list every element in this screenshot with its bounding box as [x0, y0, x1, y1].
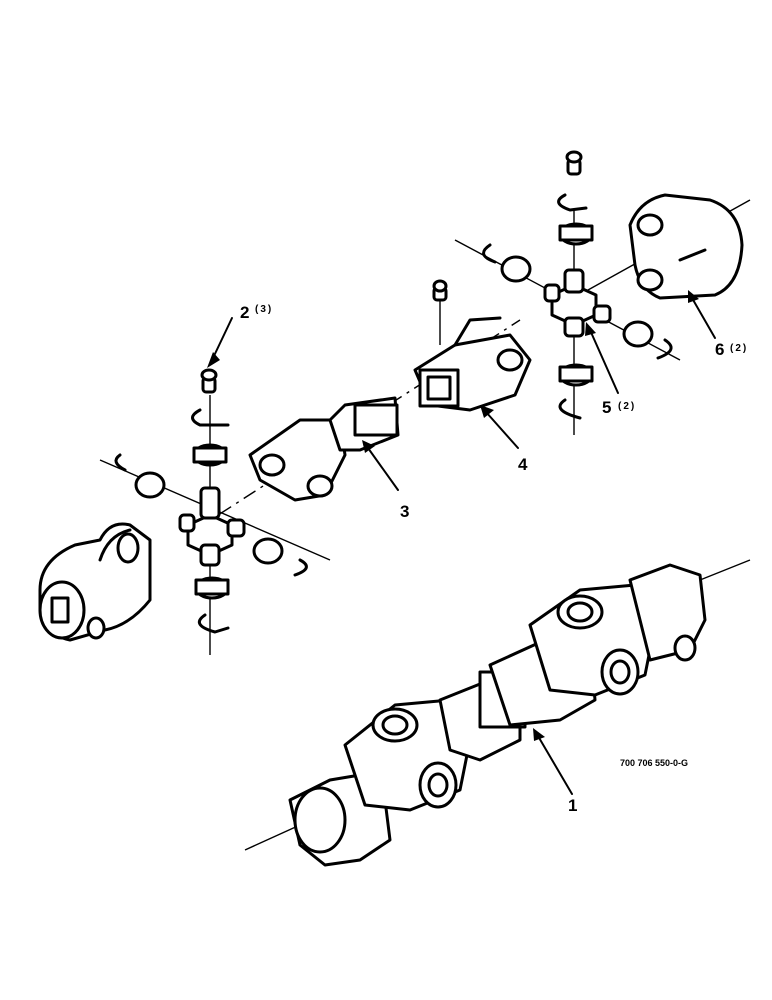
callout-6-number: 6 [715, 340, 724, 359]
callout-3: 3 [400, 502, 409, 521]
callout-2-qty: (3) [255, 304, 273, 315]
figure-reference-number: 700 706 550-0-G [620, 758, 688, 768]
grease-fitting-center [432, 279, 448, 302]
right-end-yoke [628, 193, 744, 300]
grease-fitting-right [565, 150, 583, 176]
callout-1-number: 1 [568, 796, 577, 815]
callout-5-qty: (2) [618, 401, 636, 412]
callout-5-number: 5 [602, 398, 611, 417]
left-cross-kit [114, 408, 308, 634]
callout-4-number: 4 [518, 455, 528, 474]
callout-3-number: 3 [400, 502, 409, 521]
callout-2: 2 (3) [240, 303, 273, 322]
callout-5: 5 (2) [602, 398, 636, 417]
callout-1: 1 [568, 796, 577, 815]
callout-2-number: 2 [240, 303, 249, 322]
callout-4: 4 [518, 455, 528, 474]
item-4-outer-yoke-square-tube [413, 316, 532, 412]
grease-fitting-left [200, 368, 218, 394]
item-1-assembled-driveline [244, 559, 751, 867]
left-end-yoke [38, 522, 152, 642]
item-3-inner-yoke-square-shaft [248, 396, 400, 502]
callout-6-qty: (2) [730, 343, 748, 354]
callout-6: 6 (2) [715, 340, 748, 359]
leader-lines [207, 290, 716, 795]
right-cross-kit [482, 193, 673, 420]
